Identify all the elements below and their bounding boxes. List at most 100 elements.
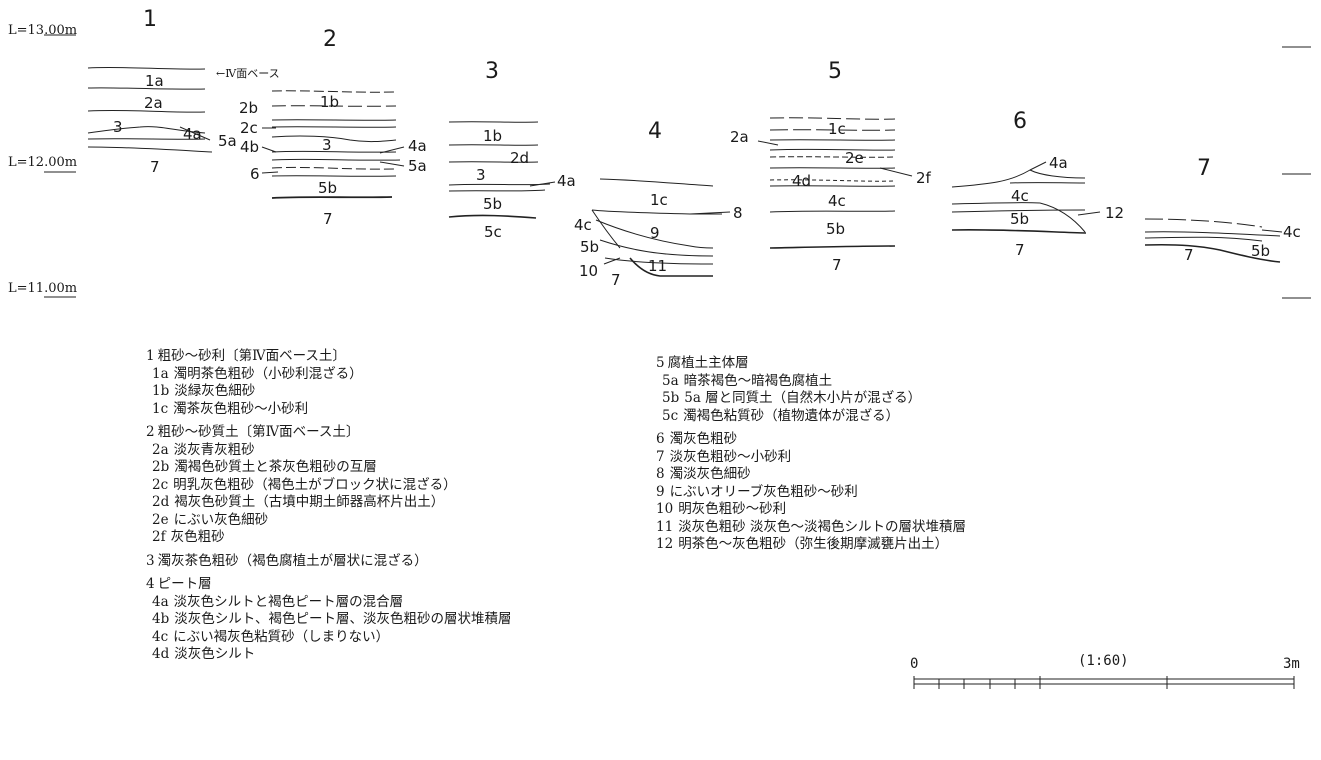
legend-label: 明灰色粗砂～砂利 (678, 501, 787, 517)
legend-code: 4d (152, 646, 170, 662)
section-7-lines (1144, 218, 1283, 263)
section-number: 1 (143, 7, 157, 32)
section-number: 2 (323, 27, 337, 52)
legend-code: 4c (152, 628, 169, 645)
layer-label: 4c (1011, 187, 1029, 205)
layer-label: 6 (250, 165, 260, 183)
layer-label: 7 (150, 158, 160, 176)
layer-label: 2b (239, 99, 258, 117)
layer-label: 1c (828, 120, 846, 138)
legend-code: 7 (656, 448, 665, 465)
layer-label: 3 (476, 166, 486, 184)
legend-code: 11 (656, 518, 674, 535)
legend-label: 粗砂～砂質土〔第Ⅳ面ベース土〕 (157, 424, 360, 440)
layer-label: 7 (611, 271, 621, 289)
layer-label: 4a (557, 172, 576, 190)
layer-label: 4a (408, 137, 427, 155)
layer-label: 1c (650, 191, 668, 209)
legend-code: 2a (152, 441, 169, 458)
layer-label: 2e (845, 149, 864, 167)
legend-code: 4 (146, 576, 155, 592)
scale-bar-lines (913, 676, 1295, 689)
layer-label: 2f (916, 169, 932, 187)
legend-label: 淡灰色シルトと褐色ピート層の混合層 (173, 593, 404, 610)
layer-label: 1b (483, 127, 502, 145)
layer-label: 7 (832, 256, 842, 274)
legend-label: 濁灰色粗砂 (669, 431, 738, 447)
layer-label: 5b (483, 195, 502, 213)
layer-label: 4c (828, 192, 846, 210)
scale-end-label: 3m (1283, 656, 1300, 672)
legend-label: 粗砂～砂利〔第Ⅳ面ベース土〕 (157, 348, 346, 364)
layer-label: 3 (322, 136, 332, 154)
layer-label: 2a (730, 128, 749, 146)
layer-label: 3 (113, 118, 123, 136)
legend-label: 淡灰色粗砂～小砂利 (669, 448, 792, 465)
layer-label: 2a (144, 94, 163, 112)
layer-label: 5a (218, 132, 237, 150)
section-5-lines (757, 117, 913, 249)
legend-code: 6 (656, 431, 665, 447)
legend-label: にぶい褐灰色粘質砂（しまりない） (173, 628, 390, 645)
layer-label: 1a (145, 72, 164, 90)
layer-label: 12 (1105, 204, 1124, 222)
legend-label: 淡灰青灰粗砂 (173, 441, 255, 458)
layer-label: 4a (183, 125, 202, 143)
legend-label: 濁淡灰色細砂 (669, 466, 751, 482)
layer-label: 5b (580, 238, 599, 256)
legend-label: 濁褐色粘質砂（植物遺体が混ざる） (683, 407, 900, 424)
scale-start-label: 0 (910, 656, 918, 672)
layer-label: 9 (650, 224, 660, 242)
legend-code: 4b (152, 611, 170, 627)
elevation-label: L=13.00m (8, 23, 77, 38)
legend-label: 濁灰茶色粗砂（褐色腐植土が層状に混ざる） (157, 552, 428, 569)
legend-label: 明乳灰色粗砂（褐色土がブロック状に混ざる） (173, 476, 457, 493)
legend-label: 濁明茶色粗砂（小砂利混ざる） (173, 365, 363, 382)
section-number: 6 (1013, 109, 1027, 134)
legend-code: 5a (662, 372, 679, 389)
legend-label: 5a 層と同質土（自然木小片が混ざる） (684, 390, 922, 406)
legend-label: 濁褐色砂質土と茶灰色粗砂の互層 (174, 459, 377, 475)
layer-label: 2d (510, 149, 529, 167)
section-number: 5 (828, 59, 842, 84)
layer-label: 5b (1251, 242, 1270, 260)
legend-code: 2 (146, 424, 155, 440)
legend-label: 淡緑灰色細砂 (174, 383, 256, 399)
legend-label: 褐灰色砂質土（古墳中期土師器高杯片出土） (174, 494, 445, 510)
legend-code: 2d (152, 494, 170, 510)
legend-code: 5 (656, 355, 665, 371)
section-4-lines (591, 178, 731, 277)
legend-code: 1 (146, 348, 155, 364)
legend-label: にぶいオリーブ灰色粗砂～砂利 (669, 483, 858, 500)
layer-label: 4a (1049, 154, 1068, 172)
section-2-lines (261, 90, 405, 199)
legend-code: 2e (152, 511, 169, 528)
section-number: 7 (1197, 156, 1211, 181)
legend-code: 2f (152, 529, 166, 545)
layer-label: 5b (318, 179, 337, 197)
scale-ratio-label: (1:60) (1078, 653, 1129, 669)
